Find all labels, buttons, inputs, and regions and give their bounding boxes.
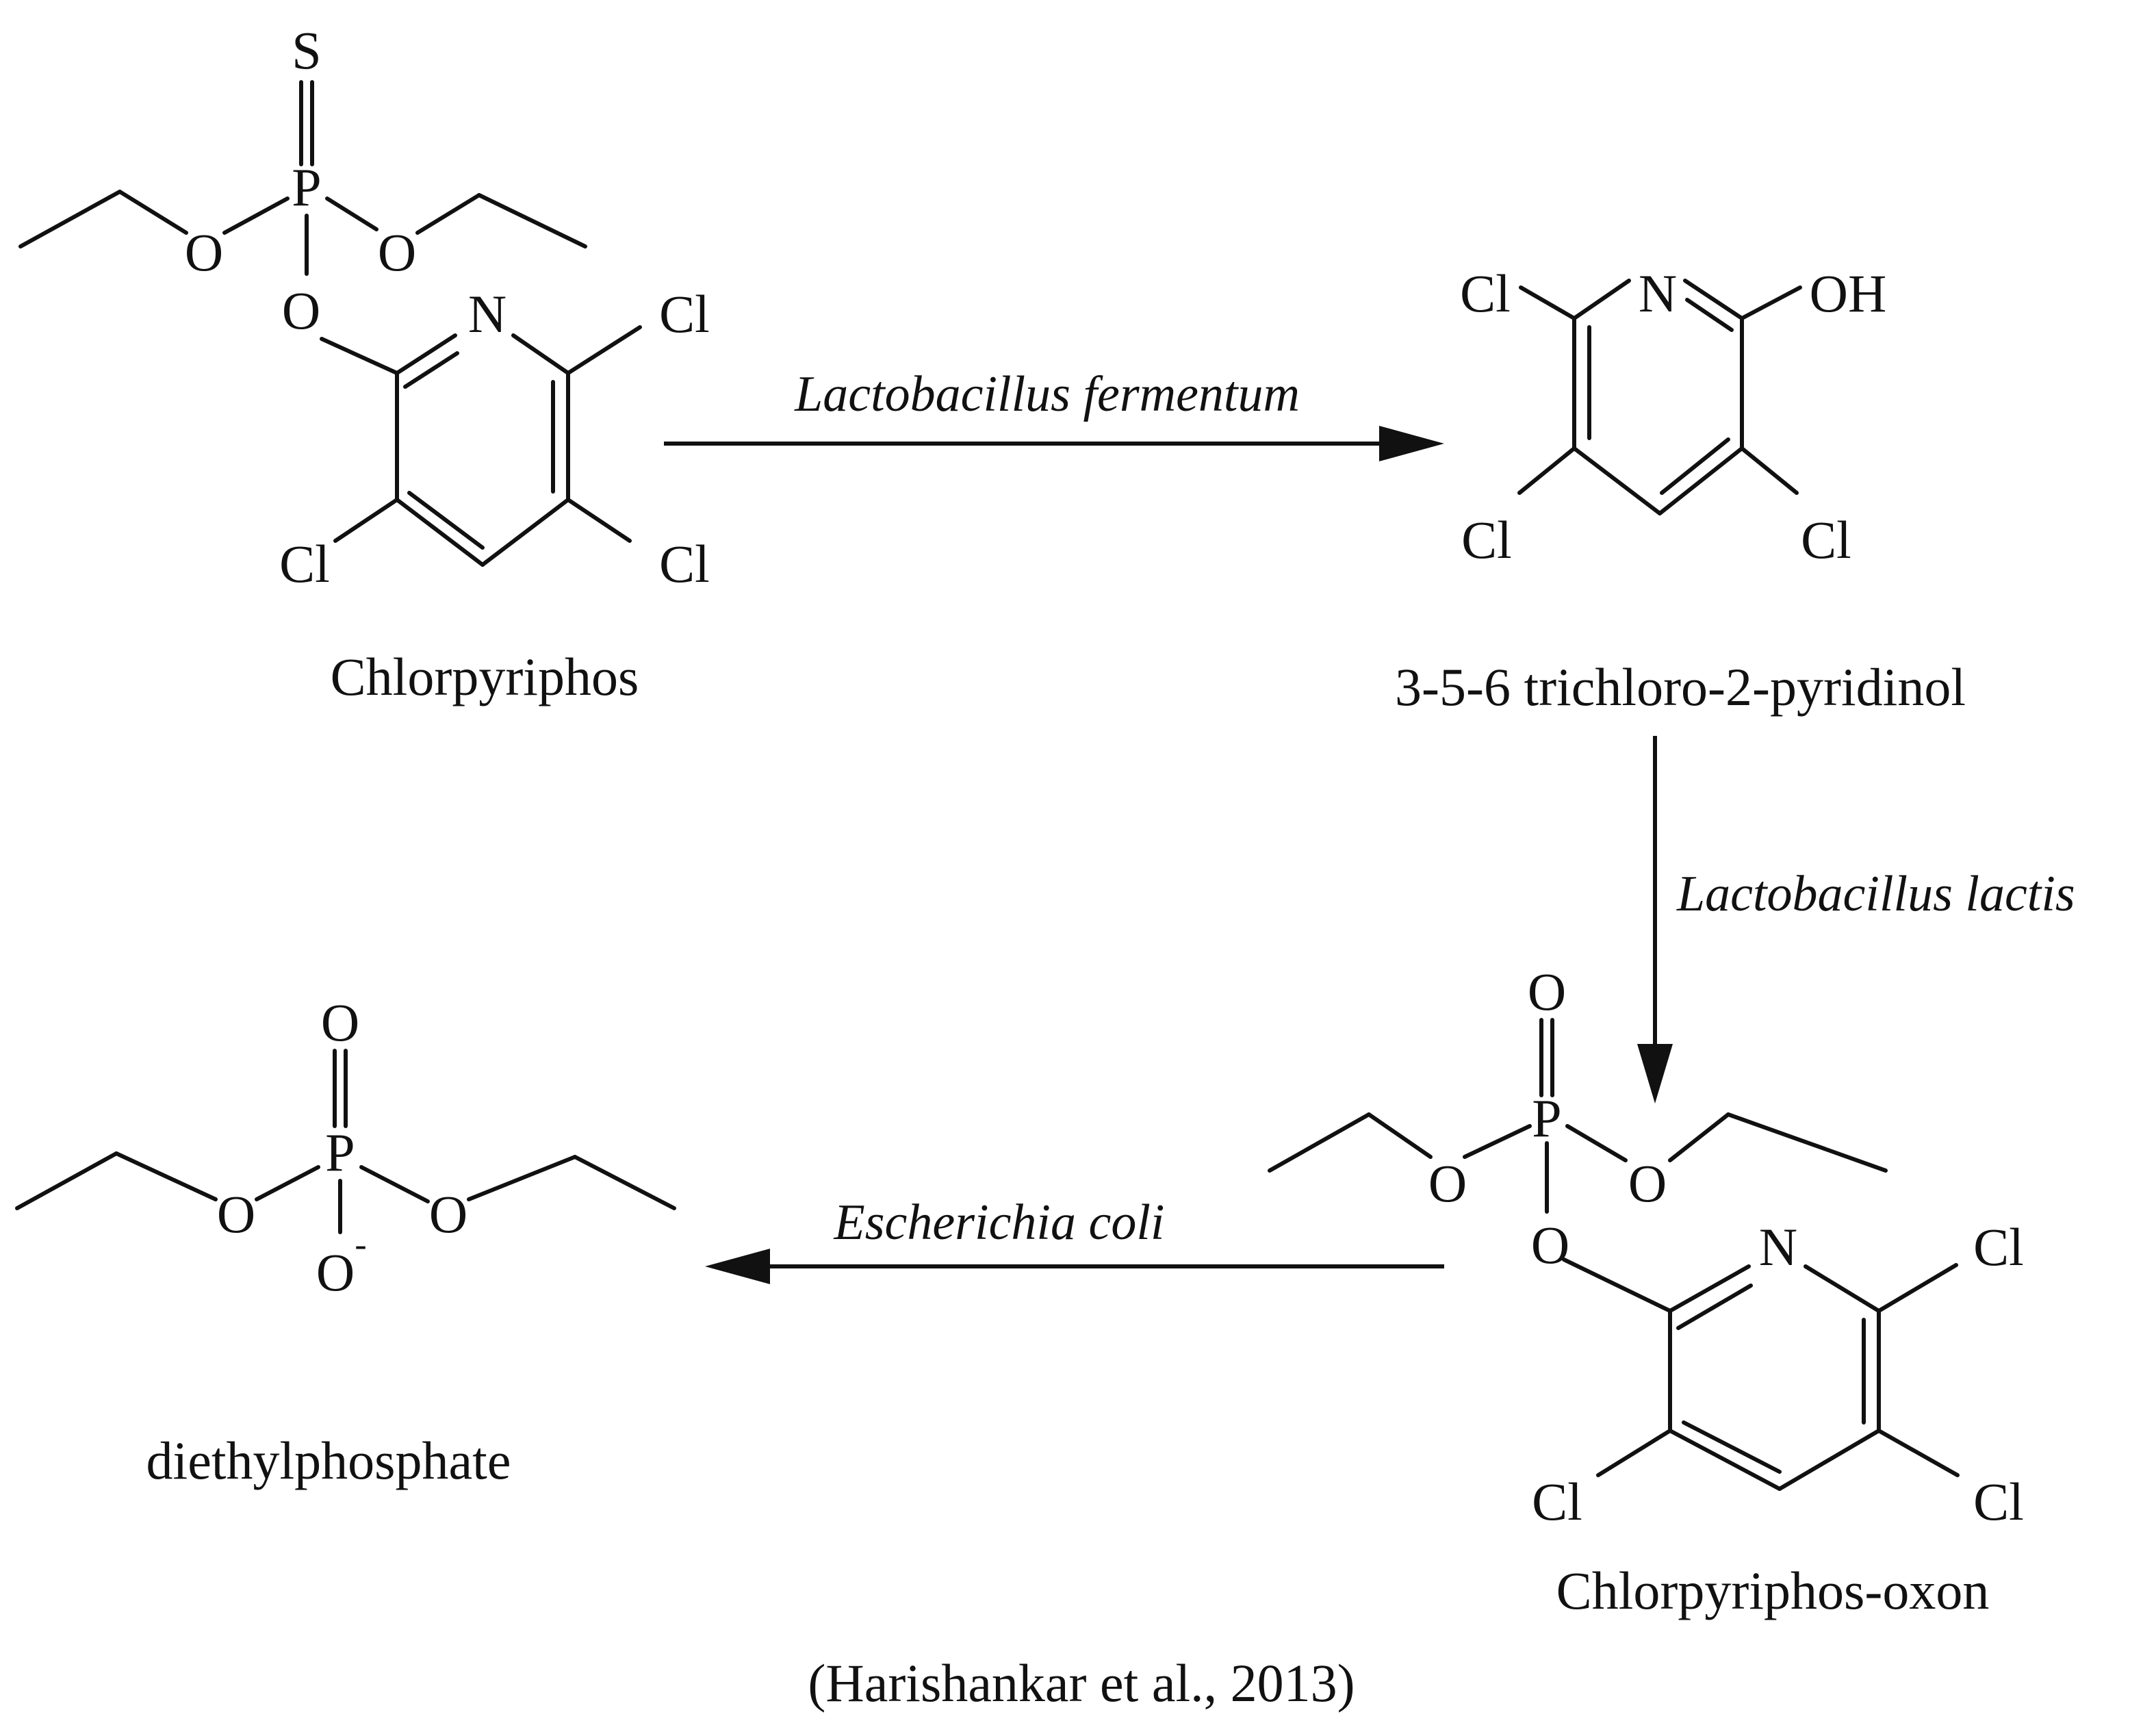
oxygen-atom-right: O	[1628, 1153, 1667, 1213]
chlorine-atom-6: Cl	[1973, 1217, 2024, 1277]
chlorpyriphos-structure: S P O O O N Cl Cl Cl Chlorpyriphos	[18, 21, 710, 706]
diethylphosphate-label: diethylphosphate	[146, 1431, 511, 1490]
chlorine-atom-3: Cl	[1532, 1472, 1582, 1531]
organism-label-step2: Lactobacillus lactis	[1676, 866, 2075, 922]
oxygen-atom-ester: O	[1531, 1215, 1569, 1275]
oxygen-atom-left: O	[217, 1184, 255, 1244]
oxygen-atom-left: O	[185, 222, 223, 282]
tcp-label: 3-5-6 trichloro-2-pyridinol	[1395, 657, 1966, 717]
chlorine-atom-5: Cl	[659, 534, 710, 593]
sulfur-atom: S	[292, 21, 321, 80]
phosphorus-atom: P	[1532, 1088, 1561, 1148]
chlorpyriphos-label: Chlorpyriphos	[331, 647, 639, 706]
negative-charge-sign: -	[355, 1225, 366, 1264]
chlorine-atom-6: Cl	[659, 284, 710, 344]
oxygen-atom-top: O	[321, 993, 359, 1052]
oxygen-atom-top: O	[1528, 962, 1566, 1021]
arrow-step1: Lactobacillus fermentum	[664, 366, 1444, 461]
chlorine-atom-5: Cl	[1461, 510, 1512, 570]
organism-label-step1: Lactobacillus fermentum	[794, 366, 1300, 422]
nitrogen-atom: N	[468, 284, 506, 344]
chlorine-atom-3: Cl	[1801, 510, 1851, 570]
oxygen-atom-right: O	[378, 222, 416, 282]
oxygen-atom-bottom: O	[316, 1242, 355, 1302]
oxon-structure: O P O O O N Cl Cl Cl Chlorpyriphos-oxon	[1268, 962, 2024, 1620]
oxygen-atom-right: O	[429, 1184, 467, 1244]
diethylphosphate-structure: O P O O O - diethylphosphate	[15, 993, 676, 1490]
tcp-structure: Cl N OH Cl Cl 3-5-6 trichloro-2-pyridino…	[1395, 264, 1966, 717]
phosphorus-atom: P	[325, 1123, 355, 1182]
nitrogen-atom: N	[1759, 1217, 1797, 1277]
organism-label-step3: Escherichia coli	[834, 1195, 1165, 1251]
chlorine-atom-5: Cl	[1973, 1472, 2024, 1531]
oxon-label: Chlorpyriphos-oxon	[1556, 1561, 1990, 1620]
oxygen-atom-ester: O	[282, 281, 320, 340]
oxygen-atom-left: O	[1428, 1153, 1467, 1213]
hydroxyl-group: OH	[1810, 264, 1887, 323]
nitrogen-atom: N	[1639, 264, 1677, 323]
arrow-step3: Escherichia coli	[705, 1195, 1444, 1284]
chlorine-atom-6: Cl	[1460, 264, 1511, 323]
arrow-step2: Lactobacillus lactis	[1637, 736, 2075, 1103]
chlorine-atom-3: Cl	[279, 534, 330, 593]
citation: (Harishankar et al., 2013)	[808, 1653, 1355, 1713]
phosphorus-atom: P	[292, 157, 321, 217]
